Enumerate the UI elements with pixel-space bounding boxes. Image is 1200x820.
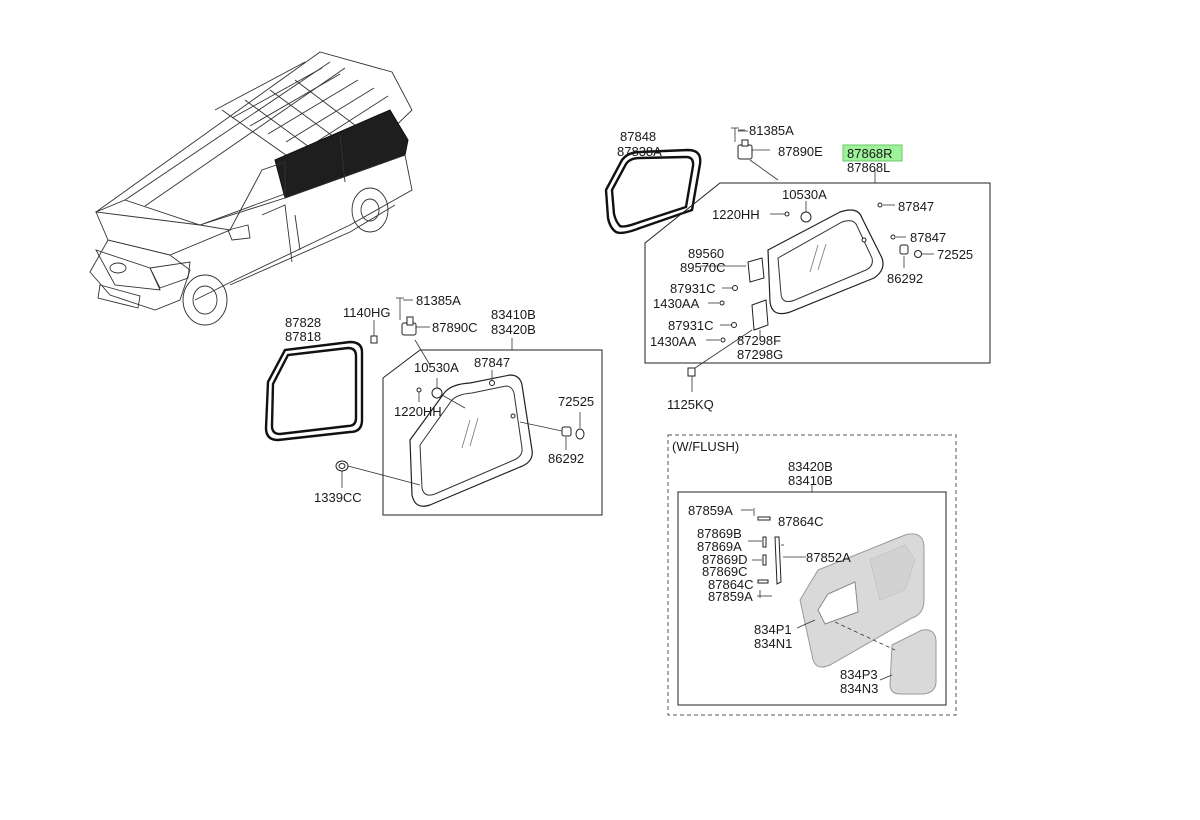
assembly-frame-left [382,349,603,516]
label-87869c: 87869C [702,564,748,579]
label-87298f: 87298F [737,333,781,348]
flush-glass-panel [799,533,925,668]
label-87931c-right-1: 87931C [670,281,716,296]
label-1430aa-right-1: 1430AA [653,296,700,311]
flush-small-glass [889,629,937,695]
label-1220hh-right: 1220HH [712,207,760,222]
label-89570c: 89570C [680,260,726,275]
label-87931c-right-2: 87931C [668,318,714,333]
flush-glass-option [667,434,957,716]
quarter-glass-left [409,374,533,507]
weatherstrip-seal-right [604,148,702,235]
label-87847-left: 87847 [474,355,510,370]
label-87864c-2: 87864C [708,577,754,592]
grommet-1339cc [335,460,421,488]
label-87847-right-1: 87847 [898,199,934,214]
label-1140hg: 1140HG [343,305,390,320]
label-87847-right-2: 87847 [910,230,946,245]
hinge-bracket-right [731,127,779,181]
label-1125kq: 1125KQ [667,397,714,412]
label-72525-right: 72525 [937,247,973,262]
assembly-frame-right [644,182,991,364]
label-86292-left: 86292 [548,451,584,466]
hinge-bracket-left [396,297,431,366]
van-illustration [89,51,413,326]
bracket-87298 [751,299,769,340]
left-glass-assembly [264,297,603,516]
label-834n3: 834N3 [840,681,878,696]
label-87869d: 87869D [702,552,748,567]
weatherstrip-seal-left [264,340,364,442]
label-1430aa-right-2: 1430AA [650,334,697,349]
label-87298g: 87298G [737,347,783,362]
part-labels: 87848 87838A 81385A 87890E 87868R 87868L… [285,123,973,696]
label-834p3: 834P3 [840,667,878,682]
label-86292-right: 86292 [887,271,923,286]
label-87838a: 87838A [617,144,662,159]
label-1339cc: 1339CC [314,490,362,505]
flush-option-dashed-frame [667,434,957,716]
label-834n1: 834N1 [754,636,792,651]
label-72525-left: 72525 [558,394,594,409]
label-87852a: 87852A [806,550,851,565]
right-glass-assembly [604,127,991,392]
label-87818: 87818 [285,329,321,344]
label-87828: 87828 [285,315,321,330]
label-83420b-flush: 83420B [788,459,833,474]
label-10530a-right: 10530A [782,187,827,202]
label-87869b: 87869B [697,526,742,541]
label-flush-title: (W/FLUSH) [672,439,739,454]
latch-bracket-89560 [700,257,765,283]
label-87869a: 87869A [697,539,742,554]
label-87848: 87848 [620,129,656,144]
label-87859a-1: 87859A [688,503,733,518]
label-87868l: 87868L [847,160,890,175]
label-83420b-left: 83420B [491,322,536,337]
label-87890c: 87890C [432,320,478,335]
label-83410b-flush: 83410B [788,473,833,488]
bolt-1125kq [687,329,753,392]
label-89560: 89560 [688,246,724,261]
label-10530a-left: 10530A [414,360,459,375]
quarter-glass-right [767,209,884,315]
highlight-87868r [842,144,903,162]
label-834p1: 834P1 [754,622,792,637]
label-87864c-1: 87864C [778,514,824,529]
label-81385a-right: 81385A [749,123,794,138]
flush-fasteners [741,508,806,598]
bolt-1140hg [370,320,378,344]
label-leaders [738,129,893,681]
label-81385a-left: 81385A [416,293,461,308]
label-1220hh-left: 1220HH [394,404,442,419]
label-87890e: 87890E [778,144,823,159]
label-87868r: 87868R [847,146,893,161]
label-83410b-left: 83410B [491,307,536,322]
label-87859a-2: 87859A [708,589,753,604]
